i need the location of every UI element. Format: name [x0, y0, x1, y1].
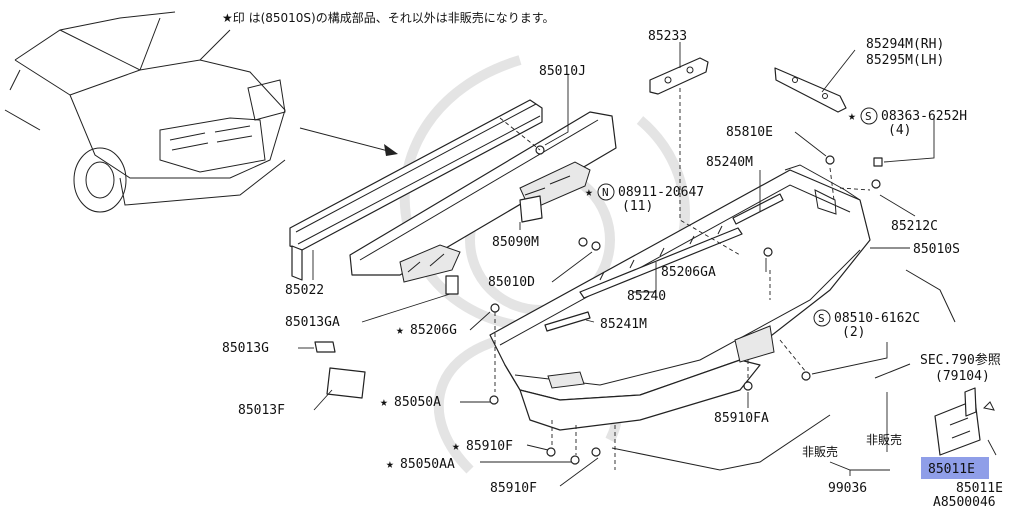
label-08911-qty: (11)	[622, 199, 653, 214]
header-note: ★印 は(85010S)の構成部品、それ以外は非販売になります。	[222, 10, 555, 25]
callout-labels: 85233 85010J 85294M(RH) 85295M(LH) ★ S 0…	[222, 29, 1003, 510]
star-icon: ★	[585, 185, 593, 200]
star-icon: ★	[380, 395, 388, 410]
label-85206GA: 85206GA	[661, 265, 716, 280]
label-85013F: 85013F	[238, 403, 285, 418]
label-99036: 99036	[828, 481, 867, 496]
label-08911: 08911-20647	[618, 185, 704, 200]
label-08363-qty: (4)	[888, 123, 911, 138]
star-icon: ★	[452, 439, 460, 454]
label-08510: 08510-6162C	[834, 311, 920, 326]
part-85013GA	[445, 275, 459, 295]
n-circle-icon	[597, 183, 615, 201]
direction-arrow	[299, 127, 398, 156]
s-symbol: S	[865, 110, 872, 123]
label-85233: 85233	[648, 29, 687, 44]
label-85090M: 85090M	[492, 235, 539, 250]
label-85240: 85240	[627, 289, 666, 304]
label-85910F-b: 85910F	[490, 481, 537, 496]
part-85013F	[326, 367, 366, 399]
label-85010D: 85010D	[488, 275, 535, 290]
part-85090M	[519, 195, 543, 223]
label-08363: 08363-6252H	[881, 109, 967, 124]
s-circle-icon	[813, 309, 831, 327]
label-not-for-sale-2: 非販売	[866, 432, 902, 447]
part-85013G	[314, 341, 336, 353]
label-79104: (79104)	[935, 369, 990, 384]
label-85910FA: 85910FA	[714, 411, 769, 426]
label-85010J: 85010J	[539, 64, 586, 79]
label-85206G: 85206G	[410, 323, 457, 338]
label-85810E: 85810E	[726, 125, 773, 140]
dashed-leaders	[494, 88, 871, 470]
part-85240-molding	[579, 225, 743, 299]
label-08510-qty: (2)	[842, 325, 865, 340]
part-85233-bracket	[649, 57, 709, 95]
s-circle-icon	[860, 107, 878, 125]
part-85022-reinforcement	[289, 99, 543, 281]
part-85010J-fascia	[349, 111, 617, 283]
label-85011E: 85011E	[956, 481, 1003, 496]
highlight-box	[921, 457, 989, 479]
label-85212C: 85212C	[891, 219, 938, 234]
leader-lines	[298, 42, 997, 487]
part-79104-bracket	[934, 387, 995, 456]
star-icon: ★	[386, 457, 394, 472]
part-85240M-molding	[732, 193, 784, 225]
label-85910F-a: 85910F	[466, 439, 513, 454]
car-illustration	[4, 11, 286, 213]
part-85241M-molding	[544, 311, 591, 332]
label-85010S: 85010S	[913, 242, 960, 257]
fasteners	[489, 145, 883, 465]
label-85050A: 85050A	[394, 395, 441, 410]
star-icon: ★	[396, 323, 404, 338]
label-not-for-sale-1: 非販売	[802, 444, 838, 459]
s-symbol: S	[818, 312, 825, 325]
label-85022: 85022	[285, 283, 324, 298]
label-85241M: 85241M	[600, 317, 647, 332]
star-icon: ★	[848, 109, 856, 124]
label-85295M: 85295M(LH)	[866, 53, 944, 68]
n-symbol: N	[602, 186, 609, 199]
label-85013G: 85013G	[222, 341, 269, 356]
label-85013GA: 85013GA	[285, 315, 340, 330]
label-85240M: 85240M	[706, 155, 753, 170]
label-85011E-highlight[interactable]: 85011E	[928, 462, 975, 477]
part-85294M-bracket	[774, 67, 847, 113]
label-85294M: 85294M(RH)	[866, 37, 944, 52]
doc-id: A8500046	[933, 495, 996, 510]
label-sec790: SEC.790参照	[920, 352, 1001, 368]
label-85050AA: 85050AA	[400, 457, 455, 472]
part-99036-strip	[611, 269, 956, 471]
